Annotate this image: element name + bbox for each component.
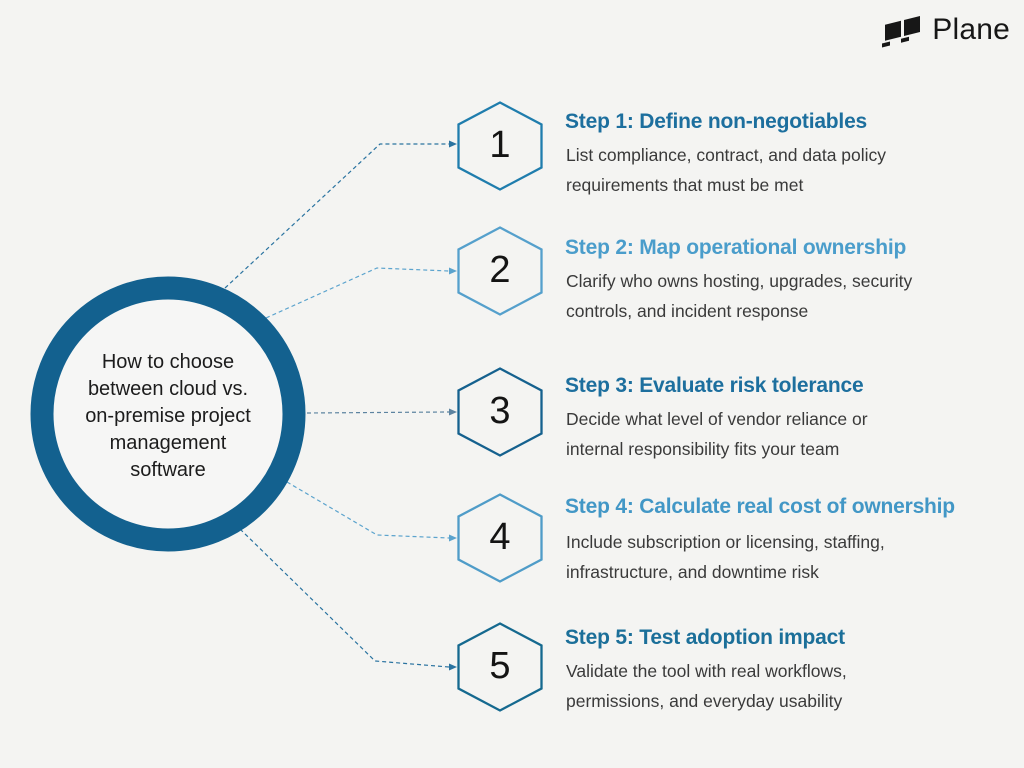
connector-step-1	[224, 140, 457, 289]
arrowhead-icon	[449, 663, 457, 671]
step-2-description-line: Clarify who owns hosting, upgrades, secu…	[566, 271, 913, 291]
step-4-hexagon: 4	[457, 493, 543, 583]
center-title: How to choose between cloud vs. on-premi…	[48, 349, 288, 484]
center-circle-ring	[30, 276, 306, 552]
step-5-description-line: permissions, and everyday usability	[566, 691, 843, 711]
connector-step-3	[306, 408, 457, 416]
step-5-number: 5	[489, 644, 511, 687]
step-4-description: Include subscription or licensing, staff…	[566, 527, 885, 587]
step-2-description-line: controls, and incident response	[566, 301, 809, 321]
center-title-line: on-premise project	[85, 405, 251, 427]
step-3-description: Decide what level of vendor reliance or …	[566, 404, 868, 464]
center-title-line: software	[130, 459, 206, 481]
center-title-line: between cloud vs.	[87, 378, 249, 400]
step-5-hexagon: 5	[457, 622, 543, 712]
step-4-title: Step 4: Calculate real cost of ownership	[565, 495, 955, 518]
step-5-description: Validate the tool with real workflows, p…	[566, 656, 847, 716]
step-3-number: 3	[489, 389, 511, 432]
arrowhead-icon	[449, 408, 457, 416]
step-1-description: List compliance, contract, and data poli…	[566, 140, 886, 200]
step-3-title: Step 3: Evaluate risk tolerance	[565, 374, 864, 397]
step-2-hexagon: 2	[457, 226, 543, 316]
step-3-hexagon: 3	[457, 367, 543, 457]
arrowhead-icon	[449, 534, 457, 542]
brand-logo: Plane	[880, 10, 1010, 50]
step-5-description-line: Validate the tool with real workflows,	[566, 661, 847, 681]
plane-logo-icon	[882, 16, 921, 48]
step-3-description-line: internal responsibility fits your team	[566, 439, 840, 459]
brand-name: Plane	[932, 13, 1010, 46]
arrowhead-icon	[449, 267, 457, 275]
step-1-description-line: requirements that must be met	[566, 175, 804, 195]
step-1-hexagon: 1	[457, 101, 543, 191]
step-2-description: Clarify who owns hosting, upgrades, secu…	[566, 266, 912, 326]
step-4-number: 4	[489, 515, 511, 558]
connector-step-4	[286, 481, 457, 542]
step-1-number: 1	[489, 123, 511, 166]
step-5-title: Step 5: Test adoption impact	[565, 626, 845, 649]
arrowhead-icon	[449, 140, 457, 148]
step-4-description-line: infrastructure, and downtime risk	[566, 562, 819, 582]
step-4-description-line: Include subscription or licensing, staff…	[566, 532, 885, 552]
step-1-description-line: List compliance, contract, and data poli…	[566, 145, 887, 165]
step-1-title: Step 1: Define non-negotiables	[565, 110, 868, 133]
step-2-number: 2	[489, 248, 511, 291]
step-3-description-line: Decide what level of vendor reliance or	[566, 409, 868, 429]
center-title-line: How to choose	[101, 351, 235, 373]
step-2-title: Step 2: Map operational ownership	[565, 236, 907, 259]
center-title-line: management	[109, 432, 227, 454]
